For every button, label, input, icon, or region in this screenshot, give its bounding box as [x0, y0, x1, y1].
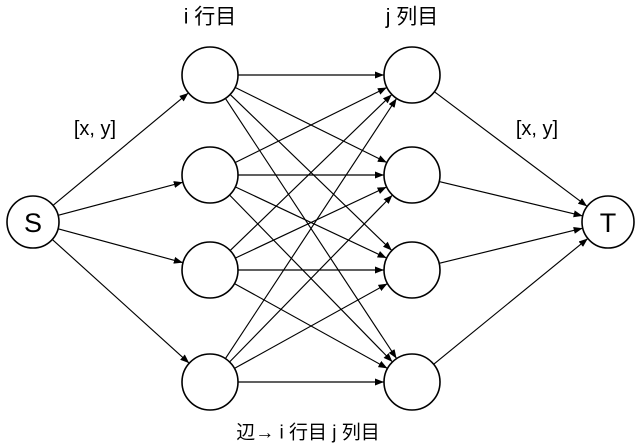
edge-left-3-to-right-1	[230, 94, 392, 251]
right-node-4[interactable]	[383, 353, 441, 411]
sink-edge-group	[433, 91, 588, 365]
right-node-2[interactable]	[383, 146, 441, 204]
edge-right-2-to-sink	[439, 181, 583, 218]
sink-node[interactable]: T	[581, 195, 635, 249]
left-node-3[interactable]	[181, 241, 239, 299]
left-column-heading: i 行目	[184, 6, 237, 29]
left-node-1[interactable]	[181, 46, 239, 104]
sink-node-label: T	[600, 208, 617, 238]
edge-left-4-to-right-3	[234, 283, 388, 369]
left-node-2[interactable]	[181, 146, 239, 204]
right-node-3[interactable]	[383, 241, 441, 299]
edge-source-to-left-2	[58, 181, 183, 216]
edge-source-to-left-1	[53, 92, 189, 206]
right-column-heading: j 列目	[385, 6, 439, 29]
sink-capacity-label: [x, y]	[516, 118, 558, 140]
right-node-1[interactable]	[383, 46, 441, 104]
source-node[interactable]: S	[6, 195, 60, 249]
bipartite-edge-group	[225, 71, 397, 386]
edge-right-3-to-sink	[439, 226, 583, 264]
edge-left-3-to-right-2	[235, 186, 387, 259]
edge-right-1-to-sink	[434, 91, 588, 207]
edge-right-4-to-sink	[433, 238, 588, 365]
source-capacity-label: [x, y]	[74, 118, 116, 140]
source-node-circle[interactable]	[6, 195, 60, 249]
edge-left-2-to-right-1	[235, 87, 387, 163]
edge-left-4-to-right-1	[225, 98, 397, 359]
source-node-label: S	[24, 208, 42, 238]
edge-left-4-to-right-2	[229, 194, 393, 363]
right-column-node-group	[383, 46, 441, 411]
diagram-caption: 辺→ i 行目 j 列目	[236, 422, 380, 444]
edge-source-to-left-3	[58, 228, 183, 264]
edge-source-to-left-4	[52, 239, 190, 364]
left-node-4[interactable]	[181, 353, 239, 411]
sink-node-circle[interactable]	[581, 195, 635, 249]
left-column-node-group	[181, 46, 239, 411]
source-edge-group	[52, 92, 190, 364]
